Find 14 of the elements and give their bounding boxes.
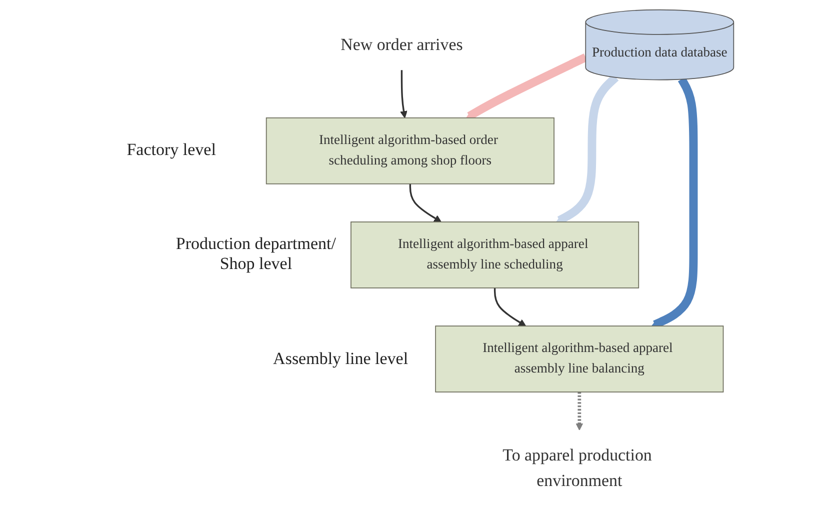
arrow [409,183,442,222]
node-box: Intelligent algorithm-based apparel assembly line scheduling [350,221,640,288]
arrow [466,53,588,120]
arrow [651,76,698,328]
arrow [576,392,584,430]
arrow [400,70,408,118]
level-label: Production department/ Shop level [174,234,337,274]
arrow [494,287,526,326]
node-box: Intelligent algorithm-based apparel assembly line balancing [435,325,724,392]
node-text: To apparel production environment [502,446,652,490]
node-box: Intelligent algorithm-based order scheduling among shop floors [266,116,554,184]
level-label: Assembly line level [272,348,410,368]
level-label: Factory level [126,140,217,160]
node-text: New order arrives [340,34,463,54]
